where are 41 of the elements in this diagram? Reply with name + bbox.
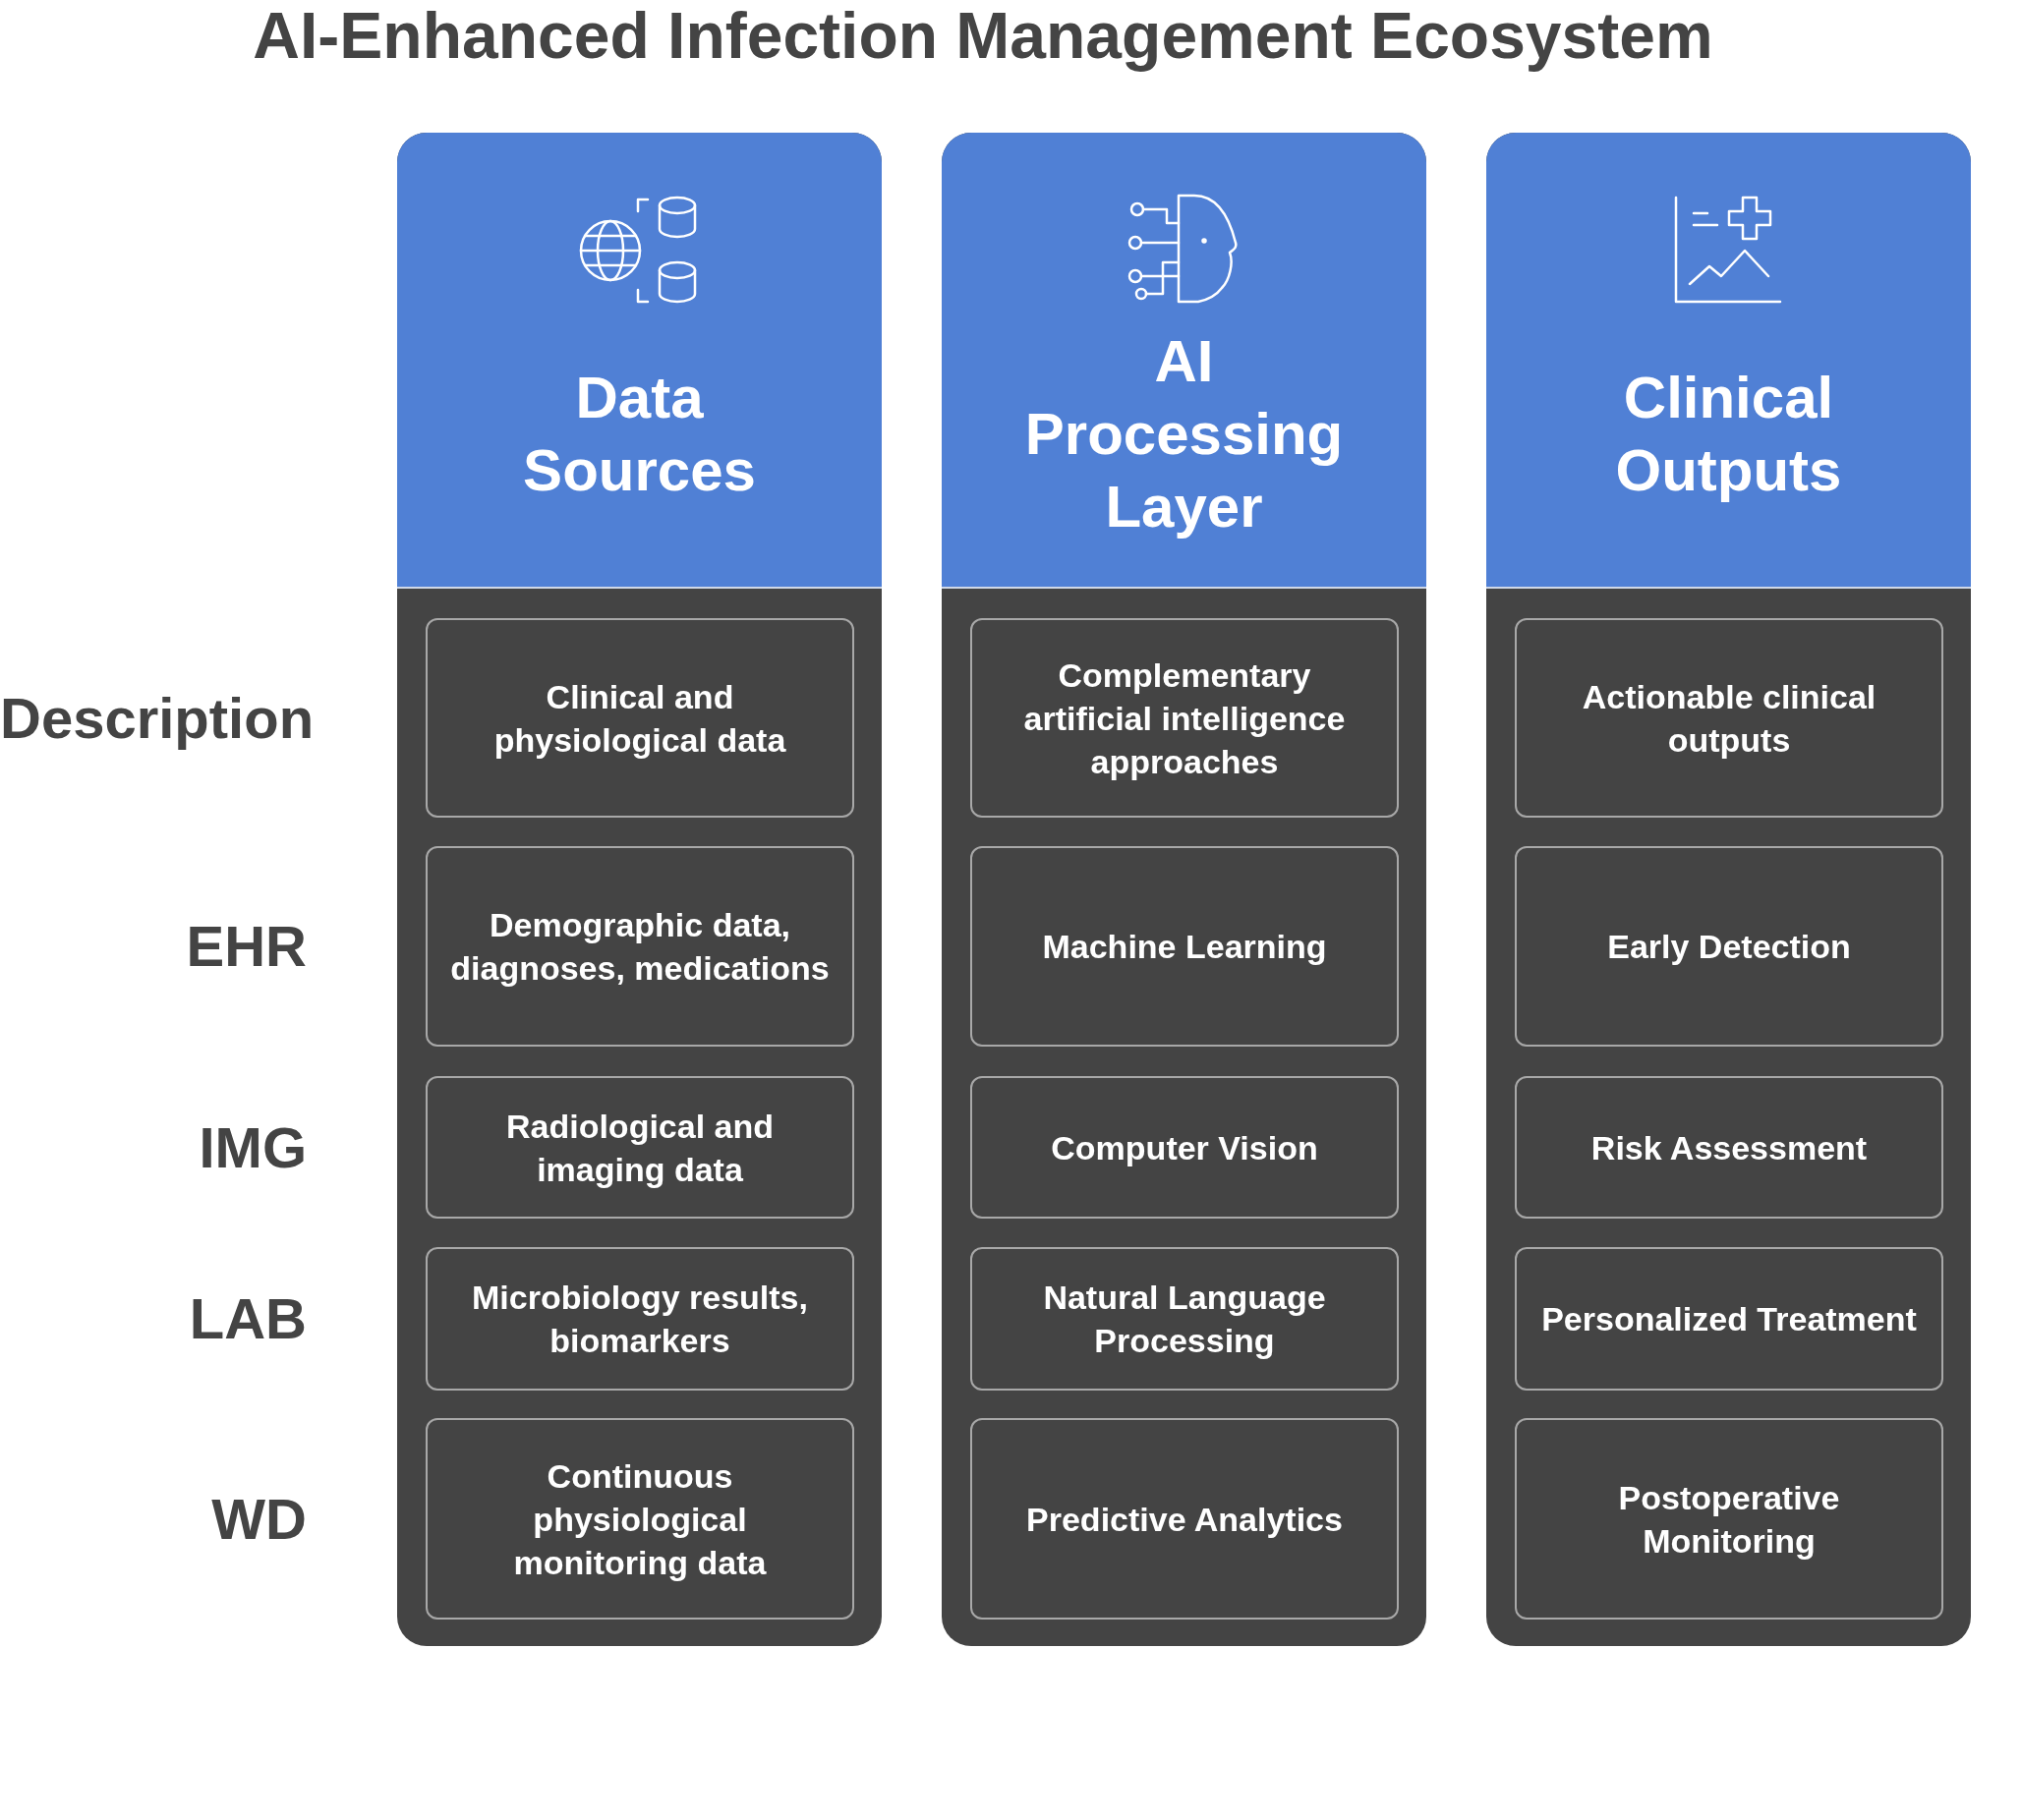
item-box [970,846,1399,1047]
item-text: Personalized Treatment [1541,1299,1917,1339]
item-box [426,1247,854,1391]
column-title: Clinical Outputs [1614,364,1843,505]
item-text: Machine Learning [1042,927,1327,967]
column-panel [397,133,882,1646]
column-panel [1486,133,1971,1646]
item-text: Early Detection [1607,927,1851,967]
item-text: Natural Language Processing [1042,1278,1327,1361]
item-box [970,1247,1399,1391]
row-label: LAB [188,1287,307,1350]
row-label: IMG [198,1115,307,1179]
row-label: WD [210,1487,307,1551]
diagram-title: AI-Enhanced Infection Management Ecosystem [252,0,1714,74]
item-box [1515,1247,1943,1391]
item-box [426,846,854,1047]
item-box [426,618,854,818]
item-box [970,1076,1399,1219]
item-box [1515,618,1943,818]
row-label: EHR [185,915,307,978]
item-text: Risk Assessment [1590,1127,1868,1168]
item-box [1515,1076,1943,1219]
item-text: Microbiology results, biomarkers [471,1278,809,1361]
item-box [426,1418,854,1620]
item-text: Demographic data, diagnoses, medications [449,905,831,989]
column-title: AI Processing Layer [1023,327,1345,541]
column-panel [942,133,1426,1646]
item-box [426,1076,854,1219]
item-text: Actionable clinical outputs [1581,676,1877,761]
item-text: Continuous physiological monitoring data [512,1455,768,1583]
item-box [1515,1418,1943,1620]
item-text: Predictive Analytics [1026,1499,1343,1540]
item-text: Radiological and imaging data [504,1106,775,1190]
item-text: Computer Vision [1051,1127,1318,1168]
item-box [1515,846,1943,1047]
item-box [970,1418,1399,1620]
column-title: Data Sources [522,364,757,505]
item-text: Postoperative Monitoring [1617,1477,1841,1562]
item-box [970,618,1399,818]
item-text: Complementary artificial intelligence approaches [1022,654,1347,782]
item-text: Clinical and physiological data [492,676,787,761]
